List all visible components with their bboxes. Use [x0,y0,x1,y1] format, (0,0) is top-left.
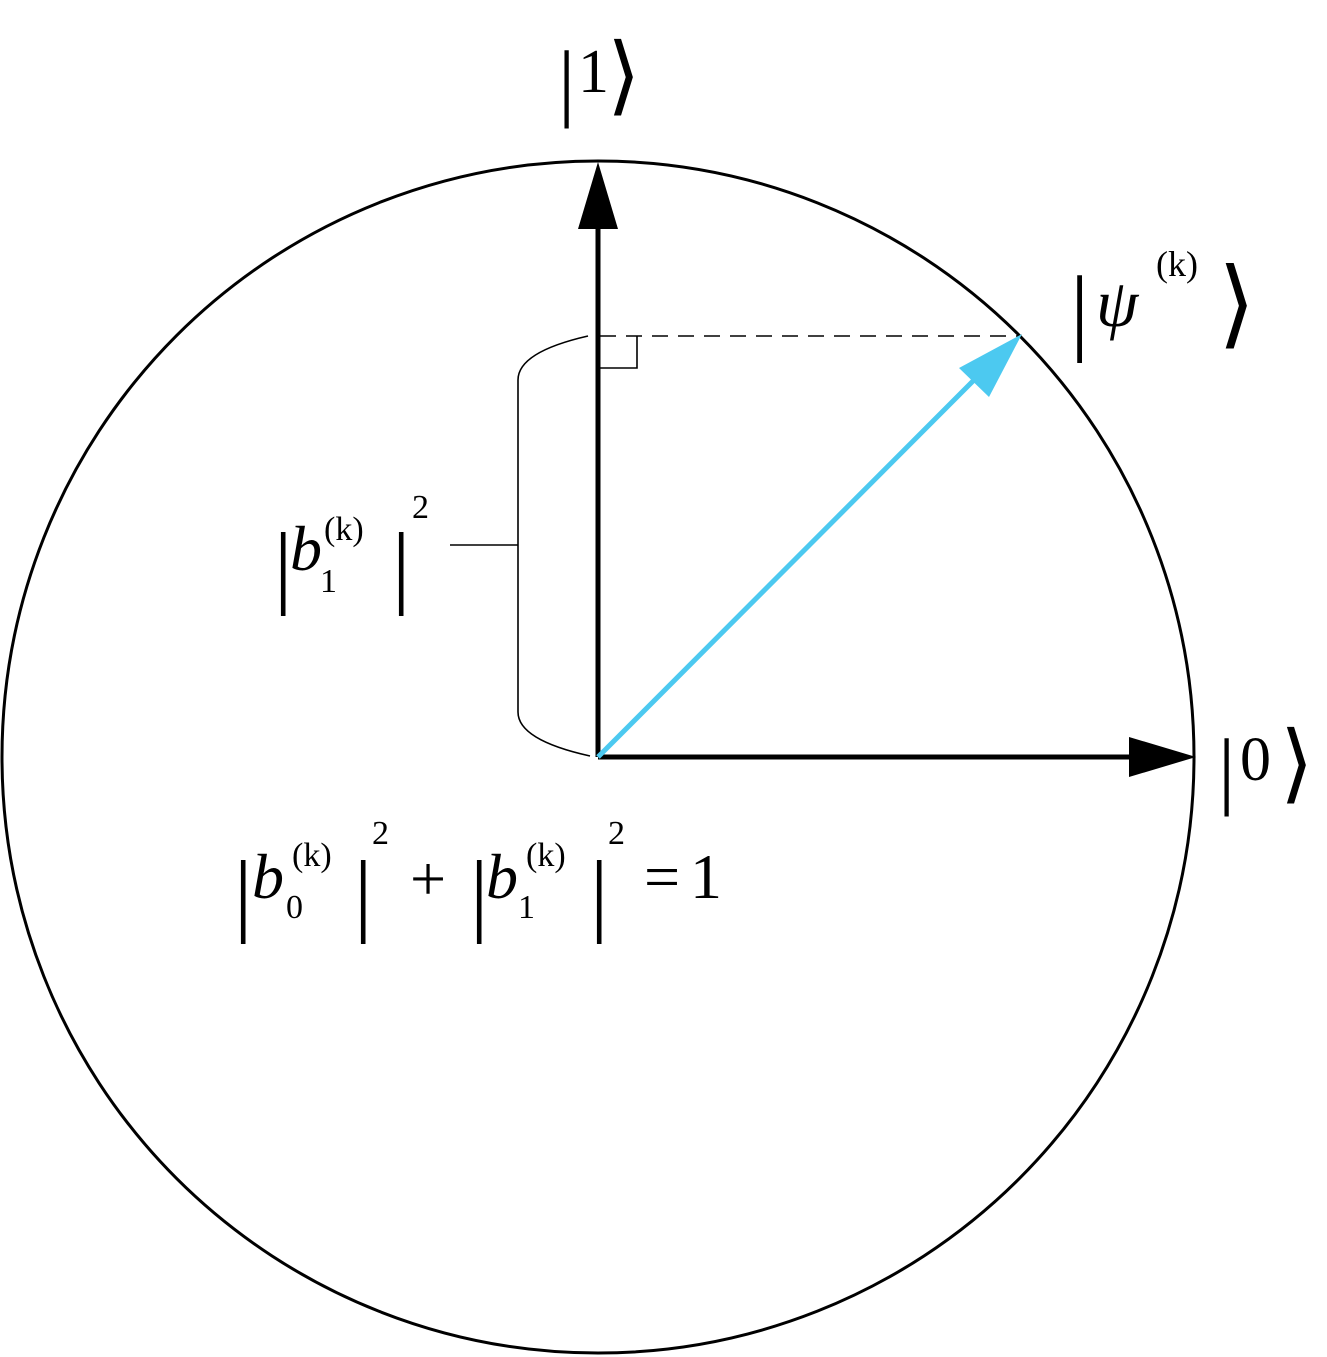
ket-one-angle: ⟩ [607,27,641,123]
term2-power: 2 [608,815,625,852]
term1-bar-left: | [234,842,252,944]
term2-superscript: (k) [526,837,566,874]
prob-b1-power: 2 [412,489,429,526]
label-ket-psi: | ψ (k) ⟩ [1070,244,1255,363]
term2-symbol: b [486,841,518,912]
ket-one-value: 1 [578,38,609,106]
state-vector-arrowhead [959,334,1022,397]
term1-subscript: 0 [286,889,303,926]
rhs-value: 1 [690,841,722,912]
term2-subscript: 1 [518,889,535,926]
ket-zero-bar: | [1218,721,1235,817]
right-angle-marker [600,336,638,369]
term2-bar-right: | [590,842,608,944]
ket-psi-superscript: (k) [1156,244,1198,284]
axis-one-arrowhead [578,162,618,229]
ket-one-bar: | [558,33,575,129]
label-prob-b1: | b 1 (k) | 2 [274,489,429,616]
prob-b1-bar-left: | [274,514,292,616]
term1-superscript: (k) [292,837,332,874]
label-ket-zero: | 0 ⟩ [1218,715,1314,817]
ket-psi-symbol: ψ [1096,265,1140,341]
prob-b1-symbol: b [290,513,322,584]
term1-symbol: b [252,841,284,912]
equals-sign: = [644,841,680,912]
state-vector-line [596,374,980,759]
ket-psi-angle: ⟩ [1218,250,1255,357]
probability-brace [517,335,591,757]
prob-b1-superscript: (k) [324,511,364,548]
ket-zero-value: 0 [1240,726,1271,794]
plus-sign: + [410,843,446,914]
normalization-equation: | b 0 (k) | 2 + | b 1 (k) | 2 = 1 [234,815,722,944]
prob-b1-bar-right: | [392,514,410,616]
term1-power: 2 [372,815,389,852]
prob-b1-subscript: 1 [320,563,337,600]
term2-bar-left: | [470,842,488,944]
ket-psi-bar: | [1070,256,1089,363]
ket-zero-angle: ⟩ [1280,715,1314,811]
axis-zero-arrowhead [1129,737,1196,777]
term1-bar-right: | [354,842,372,944]
label-ket-one: | 1 ⟩ [558,27,641,129]
